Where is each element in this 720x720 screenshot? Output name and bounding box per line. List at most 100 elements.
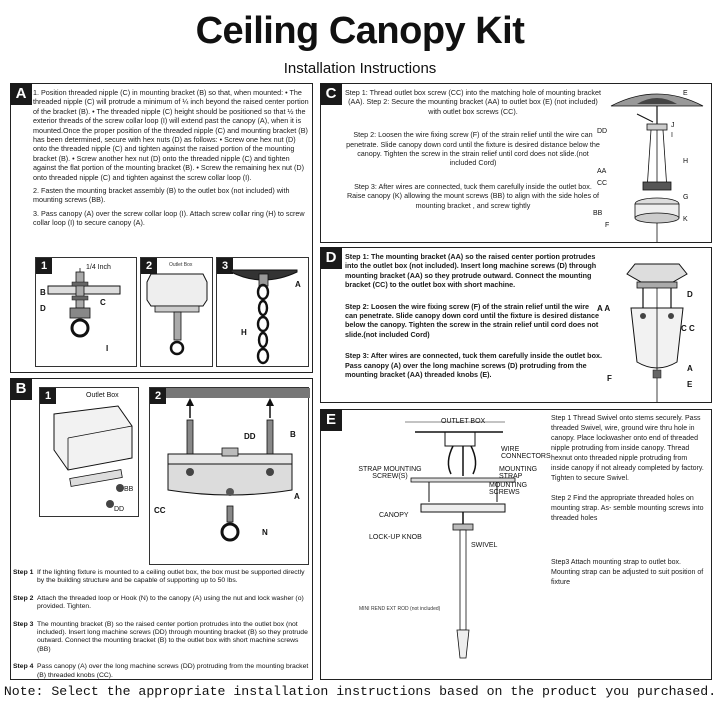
- panel-c-step-2: Step 2: Loosen the wire fixing screw (F)…: [346, 130, 600, 168]
- panel-e-label-lockup-knob: LOCK-UP KNOB: [369, 534, 422, 541]
- panel-d-label-e: E: [687, 380, 693, 389]
- panel-e-letter: E: [320, 409, 342, 431]
- panel-d-instructions: Step 1: The mounting bracket (AA) so the…: [345, 252, 603, 383]
- panel-a-figure-1-measure: 1/4 Inch: [86, 264, 111, 271]
- panel-d-label-cc: C C: [681, 324, 695, 333]
- panel-e-step-2: Step 2 Find the appropriate threaded hol…: [551, 495, 704, 522]
- panel-b-steps: Step 1 If the lighting fixture is mounte…: [13, 569, 309, 689]
- panel-c-label-bb: BB: [593, 210, 603, 217]
- panel-c-label-cc: CC: [597, 180, 608, 187]
- panel-a-label-a: A: [295, 280, 301, 289]
- panel-b-step-4: Step 4 Pass canopy (A) over the long mac…: [13, 663, 309, 680]
- panel-e-instructions: Step 1 Thread Swivel onto stems securely…: [551, 414, 707, 592]
- panel-e-label-rod: MINI REND EXT ROD (not included): [359, 606, 441, 612]
- panel-c-label-i: I: [671, 132, 673, 139]
- panel-d-step-3: Step 3: After wires are connected, tuck …: [345, 351, 602, 380]
- panel-b-fig2-label-a: A: [294, 492, 300, 501]
- panel-e-drawing: [405, 421, 516, 659]
- panel-a-figure-1: 1 1/4 Inch B D C I: [35, 257, 137, 367]
- panel-a-label-b: B: [40, 288, 46, 297]
- panel-c-step-3: Step 3: After wires are connected, tuck …: [346, 181, 600, 210]
- panel-a-figure-2-outlet-label: Outlet Box: [169, 262, 193, 268]
- panel-a-figure-3-drawing: [230, 269, 298, 365]
- panel-b-fig1-label-dd: DD: [114, 506, 125, 513]
- panel-a-label-c: C: [100, 298, 106, 307]
- panel-b-fig2-label-b: B: [290, 430, 296, 439]
- panel-d-label-f: F: [607, 374, 612, 383]
- panel-c-instructions: Step 1: Thread outlet box screw (CC) int…: [345, 88, 601, 214]
- panel-b-figure-1-outlet-label: Outlet Box: [86, 392, 119, 399]
- panel-b: B 1 Outlet Box BB DD 2: [10, 378, 313, 680]
- panel-a-label-i: I: [106, 344, 109, 353]
- panel-a-figure-1-drawing: [47, 268, 121, 338]
- page-subtitle: Installation Instructions: [283, 60, 437, 77]
- panel-a-figure-3: 3 A H: [216, 257, 309, 367]
- panel-d-label-d: D: [687, 290, 693, 299]
- panel-e-label-canopy: CANOPY: [379, 512, 409, 519]
- panel-a: A 1. Position threaded nipple (C) in mou…: [10, 83, 313, 373]
- panel-e-label-wire-connectors: WIRE CONNECTORS: [501, 446, 551, 460]
- panel-b-figure-2-drawing: [166, 388, 310, 542]
- panel-e-step-1: Step 1 Thread Swivel onto stems securely…: [551, 415, 704, 482]
- panel-a-figure-3-number: 3: [217, 258, 233, 274]
- panel-b-step-4-number: Step 4: [13, 663, 34, 671]
- panel-c-label-e: E: [683, 90, 688, 97]
- panel-c-label-h: H: [683, 158, 689, 165]
- panel-c-label-f: F: [605, 222, 610, 229]
- panel-a-letter: A: [10, 83, 32, 105]
- panel-c-drawing: [610, 93, 704, 242]
- panel-b-step-1-number: Step 1: [13, 569, 34, 576]
- panel-a-paragraph-2: 2. Fasten the mounting bracket assembly …: [33, 186, 290, 205]
- panel-a-figure-1-number: 1: [36, 258, 52, 274]
- panel-e-label-strap-screws: STRAP MOUNTING SCREW(S): [358, 466, 422, 480]
- panel-b-fig2-label-cc: CC: [154, 506, 166, 515]
- panel-b-figure-2: 2 DD B A CC N: [149, 387, 310, 565]
- panel-d-step-2: Step 2: Loosen the wire fixing screw (F)…: [345, 301, 600, 339]
- panel-b-step-1: Step 1 If the lighting fixture is mounte…: [13, 569, 309, 586]
- panel-a-label-h: H: [241, 328, 247, 337]
- panel-c-label-aa: AA: [597, 168, 607, 175]
- panel-e-label-mounting-screws: MOUNTING SCREWS: [489, 482, 528, 496]
- panel-b-step-2-text: Attach the threaded loop or Hook (N) to …: [37, 594, 304, 611]
- panel-c: C Step 1: Thread outlet box screw (CC) i…: [320, 83, 712, 243]
- panel-c-step-1: Step 1: Thread outlet box screw (CC) int…: [345, 88, 601, 116]
- panel-b-fig2-label-dd: DD: [244, 432, 256, 441]
- panel-d-letter: D: [320, 247, 342, 269]
- panel-b-step-1-text: If the lighting fixture is mounted to a …: [37, 569, 305, 585]
- panel-c-label-j: J: [671, 122, 675, 129]
- panel-e: E OUTLET BOX WIRE CONNECTORS STRAP MOUNT…: [320, 409, 712, 680]
- panel-b-step-3-text: The mounting bracket (B) so the raised c…: [37, 620, 308, 653]
- panel-b-letter: B: [10, 378, 32, 400]
- panel-b-fig2-label-n: N: [262, 528, 268, 537]
- panel-b-figure-1-drawing: [53, 405, 133, 508]
- panel-b-figure-2-number: 2: [150, 388, 166, 404]
- panel-a-figure-2: 2 Outlet Box: [140, 257, 213, 367]
- panel-e-label-mounting-strap: MOUNTING STRAP: [499, 466, 538, 480]
- panel-e-step-3: Step3 Attach mounting strap to outlet bo…: [551, 559, 704, 586]
- panel-a-paragraph-3: 3. Pass canopy (A) over the screw collar…: [33, 208, 305, 228]
- panel-c-label-dd: DD: [597, 128, 608, 135]
- page-title: Ceiling Canopy Kit: [195, 10, 525, 52]
- panel-c-letter: C: [320, 83, 342, 105]
- panel-d-label-a: A: [687, 364, 693, 373]
- panel-b-step-2-number: Step 2: [13, 594, 34, 602]
- panel-a-label-d: D: [40, 304, 46, 313]
- panel-b-step-3-number: Step 3: [13, 620, 34, 628]
- panel-d: D Step 1: The mounting bracket (AA) so t…: [320, 247, 712, 403]
- panel-e-label-swivel: SWIVEL: [471, 542, 498, 549]
- panel-c-label-g: G: [683, 194, 689, 201]
- panel-d-label-aa: A A: [597, 304, 611, 313]
- panel-b-figure-1: 1 Outlet Box BB DD: [39, 387, 139, 517]
- footer-note: Note: Select the appropriate installatio…: [3, 684, 717, 699]
- panel-a-instructions: 1. Position threaded nipple (C) in mount…: [33, 88, 309, 232]
- panel-d-step-1: Step 1: The mounting bracket (AA) so the…: [345, 252, 597, 290]
- panel-c-label-k: K: [683, 216, 688, 223]
- panel-d-drawing: [626, 263, 688, 402]
- panel-a-figure-2-drawing: [146, 273, 208, 356]
- panel-b-fig1-label-bb: BB: [124, 486, 134, 493]
- panel-b-figure-1-number: 1: [40, 388, 56, 404]
- panel-a-paragraph-1: 1. Position threaded nipple (C) in mount…: [33, 88, 309, 182]
- panel-a-figure-2-number: 2: [141, 258, 157, 274]
- panel-e-label-outlet-box: OUTLET BOX: [441, 418, 486, 425]
- panel-b-step-4-text: Pass canopy (A) over the long machine sc…: [37, 663, 309, 679]
